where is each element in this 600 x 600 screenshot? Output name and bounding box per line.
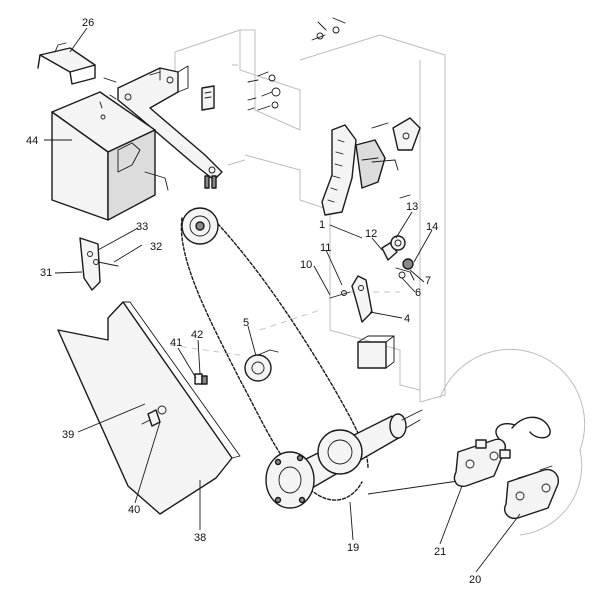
idler-sprocket-5 [244, 349, 279, 382]
mounting-bracket [117, 65, 223, 181]
callout-41: 41 [170, 337, 182, 349]
callout-11: 11 [320, 242, 331, 254]
callout-38: 38 [194, 532, 206, 544]
callout-5: 5 [243, 317, 249, 329]
callout-4: 4 [404, 313, 410, 325]
chain-link-detail [367, 348, 586, 536]
callout-33: 33 [136, 221, 148, 233]
callout-31: 31 [40, 267, 52, 279]
callout-13: 13 [406, 201, 418, 213]
upper-hardware [247, 17, 421, 199]
callout-32: 32 [150, 241, 162, 253]
callout-20: 20 [469, 574, 481, 586]
callout-12: 12 [365, 228, 377, 240]
drive-shaft [265, 409, 423, 509]
box-44 [51, 91, 169, 221]
callout-labels: 26 44 33 32 31 1 13 12 14 11 10 7 6 4 5 … [26, 17, 481, 586]
callout-14: 14 [426, 221, 438, 233]
callout-21: 21 [434, 546, 446, 558]
leader-lines [44, 27, 521, 573]
callout-19: 19 [347, 542, 359, 554]
bracket-hardware [103, 71, 217, 189]
callout-6: 6 [415, 287, 421, 299]
tensioner-assembly [329, 235, 415, 369]
guard-hardware [141, 373, 208, 427]
callout-39: 39 [62, 429, 74, 441]
bracket-26 [37, 42, 96, 85]
callout-7: 7 [425, 275, 431, 287]
bracket-31 [79, 237, 119, 291]
chain-guide-shoe [321, 124, 386, 216]
frame-outline [169, 29, 446, 403]
callout-26: 26 [82, 17, 94, 29]
callout-42: 42 [191, 329, 203, 341]
upper-sprocket [181, 207, 219, 245]
callout-10: 10 [300, 259, 312, 271]
callout-44: 44 [26, 135, 38, 147]
callout-1: 1 [319, 219, 325, 231]
callout-40: 40 [128, 504, 140, 516]
guard-38 [57, 301, 241, 515]
